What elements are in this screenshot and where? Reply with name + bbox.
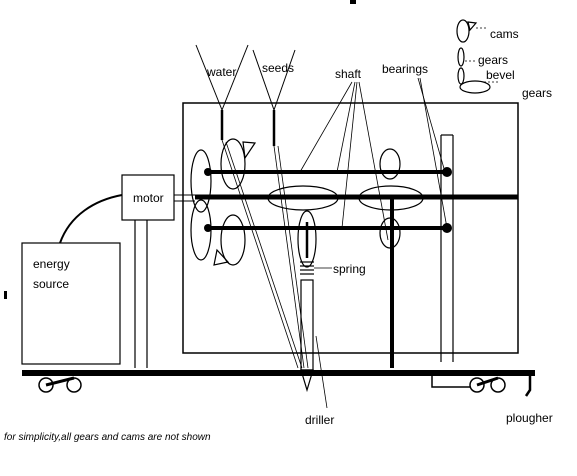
legend-bevel-gear-icon — [459, 80, 491, 94]
seed-hopper-right — [273, 49, 296, 111]
shaft-pointer-2 — [336, 81, 356, 173]
legend-cams-label: cams — [490, 27, 519, 41]
right-cam-upper — [379, 148, 401, 180]
energy-label: energy — [33, 257, 70, 271]
axle-left — [45, 376, 75, 387]
cam-upper — [220, 138, 246, 190]
seeds-label: seeds — [262, 61, 294, 75]
spring-label: spring — [333, 262, 366, 276]
driller-label: driller — [305, 413, 334, 427]
seed-feed-line-2 — [277, 145, 309, 369]
water-feed-line-2 — [225, 141, 303, 369]
motor-box — [121, 174, 175, 221]
water-hopper-left — [195, 44, 223, 111]
plougher-label: plougher — [506, 411, 553, 425]
wheel-left-1 — [38, 377, 54, 393]
seed-feed-line-1 — [273, 145, 305, 369]
bearings-pointer-2 — [419, 77, 448, 229]
water-hopper-right — [221, 44, 249, 111]
shaft-label: shaft — [335, 67, 362, 81]
cam-lower-lobe — [213, 248, 230, 266]
bearing-lower-left — [204, 224, 212, 232]
plougher-blade — [524, 373, 532, 397]
legend-bevel-gears-label: gears — [522, 86, 552, 100]
right-bracket — [431, 376, 470, 388]
legend-gears-label: gears — [478, 53, 508, 67]
energy-source-box — [21, 242, 121, 365]
legend-bevel-label: bevel — [486, 68, 515, 82]
seed-hopper-left — [252, 49, 275, 111]
power-cable — [59, 194, 123, 244]
spring — [300, 261, 314, 275]
left-gear-lower — [190, 199, 212, 261]
legend: cams gears bevel gears — [456, 19, 552, 100]
side-mark — [4, 291, 7, 299]
source-label: source — [33, 277, 69, 291]
wheel-right-1 — [469, 377, 485, 393]
driller-cam — [297, 210, 317, 268]
top-mark — [350, 0, 356, 4]
cam-upper-lobe — [242, 141, 257, 160]
bearings-pointer-1 — [417, 77, 446, 173]
legend-cam-icon — [456, 19, 470, 43]
bearings-label: bearings — [382, 62, 428, 76]
legend-gear-icon — [457, 47, 465, 67]
bearing-upper-right — [442, 167, 452, 177]
shaft-pointer-1 — [299, 81, 353, 173]
water-feed-line-1 — [221, 139, 299, 369]
shaft-pointer-3 — [341, 81, 358, 229]
left-gear-upper — [190, 149, 212, 213]
shaft-pointer-4 — [358, 81, 389, 241]
axle-right — [476, 376, 499, 387]
legend-cam-lobe-icon — [467, 21, 478, 32]
legend-bevel-gear-icon-upright — [457, 67, 465, 85]
footnote: for simplicity,all gears and cams are no… — [4, 432, 211, 443]
bevel-gear-left — [267, 185, 339, 211]
right-cam-lower — [379, 217, 401, 249]
cam-lower — [220, 214, 246, 266]
motor-label: motor — [133, 191, 164, 205]
water-label: water — [206, 65, 236, 79]
bevel-gear-right — [358, 185, 424, 211]
